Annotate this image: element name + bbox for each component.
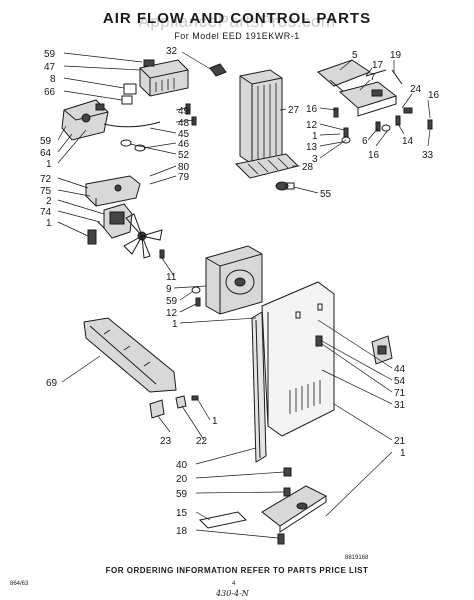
callout-23: 23 (160, 436, 172, 447)
side-channel-part (251, 311, 267, 463)
plug-part (275, 181, 295, 191)
callout-15: 15 (176, 508, 188, 519)
callout-3: 3 (312, 154, 318, 165)
callout-1-c: 1 (312, 131, 318, 142)
callout-40: 40 (176, 460, 188, 471)
callout-17: 17 (372, 60, 384, 71)
drain-trough-part (261, 467, 328, 533)
callout-79: 79 (178, 172, 190, 183)
diagram-subtitle: For Model EED 191EKWR-1 (174, 31, 300, 41)
callout-46: 46 (178, 139, 190, 150)
callout-52: 52 (178, 150, 190, 161)
callout-54: 54 (394, 376, 406, 387)
callout-64: 64 (40, 148, 52, 159)
callout-49: 49 (178, 106, 190, 117)
callout-80: 80 (178, 162, 190, 173)
panel-louver (289, 380, 321, 414)
callout-44: 44 (394, 364, 406, 375)
callout-48: 48 (178, 118, 190, 129)
callout-55: 55 (320, 189, 332, 200)
air-duct-panel-part (239, 69, 283, 165)
handwritten-note: 430-4-N (216, 589, 249, 598)
callout-13: 13 (306, 142, 318, 153)
callout-9: 9 (166, 284, 172, 295)
control-housing-part (139, 59, 189, 97)
fan-bracket-part (85, 175, 141, 207)
callout-24: 24 (410, 84, 422, 95)
callout-21: 21 (394, 436, 406, 447)
callout-16-a: 16 (306, 104, 318, 115)
callout-labels: 59 47 8 66 32 49 48 45 46 52 80 79 59 64… (40, 46, 440, 537)
rear-panel-part (261, 281, 335, 437)
ordering-note: FOR ORDERING INFORMATION REFER TO PARTS … (105, 566, 369, 575)
callout-16-b: 16 (428, 90, 440, 101)
callout-69: 69 (46, 378, 58, 389)
callout-59-b: 59 (40, 136, 52, 147)
long-channel-part (83, 317, 177, 393)
thermostat-control-part (61, 99, 161, 141)
revision-code: 864/63 (10, 581, 29, 587)
screw-set-right (333, 107, 433, 144)
fan-blade-part (123, 213, 163, 259)
drain-tube-part (198, 511, 285, 545)
callout-47: 47 (44, 62, 56, 73)
callout-1-d: 1 (172, 319, 178, 330)
callout-1-b: 1 (46, 218, 52, 229)
page-number: 4 (232, 581, 236, 587)
callout-33: 33 (422, 150, 434, 161)
callout-16-c: 16 (368, 150, 380, 161)
callout-59-c: 59 (166, 296, 178, 307)
fan-shroud-part (205, 245, 263, 315)
callout-45: 45 (178, 129, 190, 140)
callout-18: 18 (176, 526, 188, 537)
callout-72: 72 (40, 174, 52, 185)
leader-lines (57, 51, 431, 539)
diagram-code: 8819168 (345, 555, 369, 561)
callout-6: 6 (362, 136, 368, 147)
callout-1-e: 1 (400, 448, 406, 459)
callout-22: 22 (196, 436, 208, 447)
callout-28: 28 (302, 162, 314, 173)
clip-set-lower (149, 395, 199, 419)
damper-bracket-part (209, 63, 227, 77)
fan-motor-part (87, 203, 133, 245)
callout-7: 7 (370, 72, 376, 83)
callout-27: 27 (288, 105, 300, 116)
callout-31: 31 (394, 400, 406, 411)
callout-1-f: 1 (212, 416, 218, 427)
callout-2: 2 (46, 196, 52, 207)
callout-74: 74 (40, 207, 52, 218)
callout-14: 14 (402, 136, 414, 147)
callout-20: 20 (176, 474, 188, 485)
diagram-title: AIR FLOW AND CONTROL PARTS (102, 10, 372, 27)
callout-59-d: 59 (176, 489, 188, 500)
callout-5: 5 (352, 50, 358, 61)
callout-19: 19 (390, 50, 402, 61)
callout-1-a: 1 (46, 159, 52, 170)
callout-11: 11 (166, 272, 177, 283)
callout-32: 32 (166, 46, 178, 57)
callout-8: 8 (50, 74, 56, 85)
light-switch-part (371, 335, 393, 365)
callout-12-a: 12 (306, 120, 318, 131)
callout-66: 66 (44, 87, 56, 98)
callout-75: 75 (40, 186, 52, 197)
callout-59: 59 (44, 49, 56, 60)
callout-12-b: 12 (166, 308, 178, 319)
callout-71: 71 (394, 388, 406, 399)
small-bracket-part (121, 83, 137, 105)
damper-control-part (317, 59, 403, 117)
